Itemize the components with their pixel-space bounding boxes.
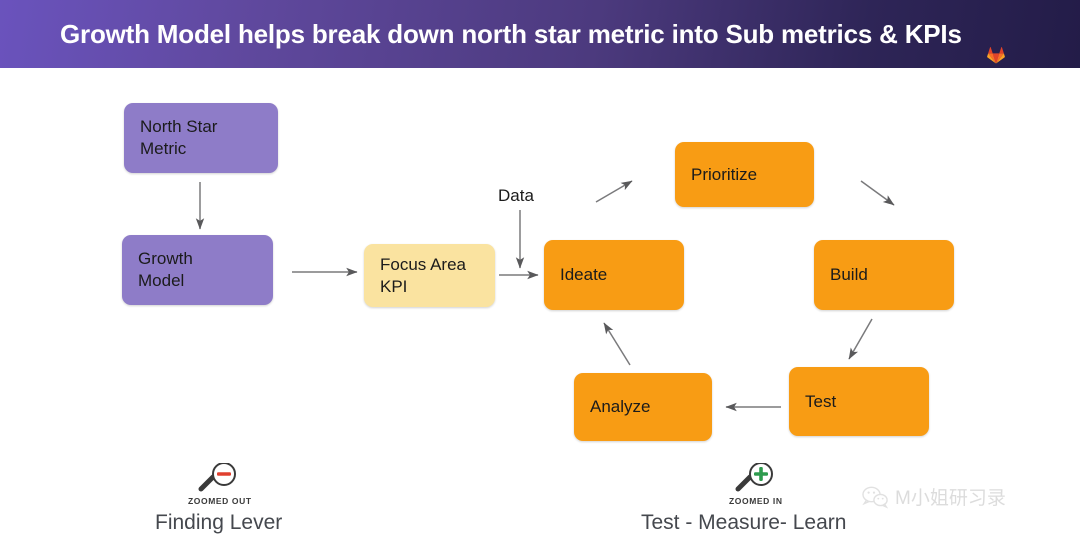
- node-label: Prioritize: [691, 164, 758, 184]
- node-label: Ideate: [560, 265, 608, 285]
- node-label: Test: [805, 391, 837, 411]
- zoomed-out-sublabel: ZOOMED OUT: [188, 496, 252, 506]
- arrow-ideate-to-prioritize: [595, 180, 633, 203]
- node-north-star-metric[interactable]: North Star Metric: [124, 103, 278, 173]
- page-title: Growth Model helps break down north star…: [60, 19, 962, 49]
- node-test[interactable]: Test: [789, 367, 929, 436]
- node-analyze[interactable]: Analyze: [574, 373, 712, 441]
- node-label: Build: [830, 265, 868, 285]
- gitlab-tanuki-logo: [987, 47, 1005, 64]
- watermark: M小姐研习录: [862, 483, 1006, 510]
- node-label: Analyze: [590, 397, 651, 417]
- data-label: Data: [498, 186, 534, 205]
- arrow-analyze-to-ideate: [603, 322, 631, 366]
- node-label: Growth Model: [138, 249, 193, 290]
- node-label: North Star Metric: [140, 117, 218, 158]
- node-ideate[interactable]: Ideate: [544, 240, 684, 310]
- node-growth-model[interactable]: Growth Model: [122, 235, 273, 305]
- node-prioritize[interactable]: Prioritize: [675, 142, 814, 207]
- watermark-text: M小姐研习录: [895, 488, 1006, 509]
- slide-header: Growth Model helps break down north star…: [0, 0, 1080, 68]
- wechat-bubble-icon: [862, 486, 888, 508]
- finding-lever-label: Finding Lever: [155, 511, 283, 534]
- node-focus-area-kpi[interactable]: Focus Area KPI: [364, 244, 495, 307]
- zoomed-in-sublabel: ZOOMED IN: [729, 496, 783, 506]
- test-measure-learn-label: Test - Measure- Learn: [641, 511, 847, 534]
- magnifier-minus-icon: [198, 463, 236, 492]
- arrow-build-to-test: [848, 318, 873, 360]
- magnifier-plus-icon: [735, 463, 773, 492]
- node-label: Focus Area KPI: [380, 254, 466, 296]
- node-build[interactable]: Build: [814, 240, 954, 310]
- arrow-prioritize-to-build: [860, 180, 895, 206]
